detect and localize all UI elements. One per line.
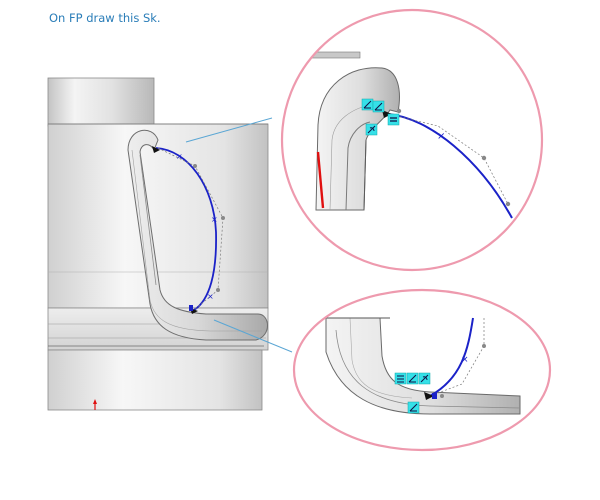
svg-text:×: ×	[461, 355, 469, 365]
instruction-text: On FP draw this Sk.	[49, 11, 161, 25]
geometric-relation-icon[interactable]	[394, 372, 431, 414]
spline-control-point-icon[interactable]	[193, 164, 197, 168]
geometric-relation-icon[interactable]	[361, 98, 400, 136]
leader-line-bottom	[213, 319, 293, 353]
sketch-spline-zoom[interactable]	[387, 113, 513, 219]
sketch-spline-zoom-bottom[interactable]	[429, 317, 474, 397]
spline-control-point-icon[interactable]	[216, 288, 220, 292]
svg-text:×: ×	[176, 152, 183, 161]
neck-top	[47, 77, 155, 127]
sketch-spline-main[interactable]: × × ×	[152, 146, 225, 314]
red-edge-highlight	[316, 151, 325, 209]
zoom-callout-bottom: ×	[292, 288, 552, 452]
svg-text:×: ×	[207, 292, 214, 301]
leader-line-top	[185, 117, 273, 143]
lower-body	[47, 349, 263, 411]
part-model	[47, 77, 269, 411]
handle	[127, 129, 268, 341]
svg-text:×: ×	[437, 131, 445, 142]
zoom-callout-top: ×	[280, 8, 544, 272]
spline-control-point-icon[interactable]	[221, 216, 225, 220]
svg-text:×: ×	[211, 215, 218, 224]
